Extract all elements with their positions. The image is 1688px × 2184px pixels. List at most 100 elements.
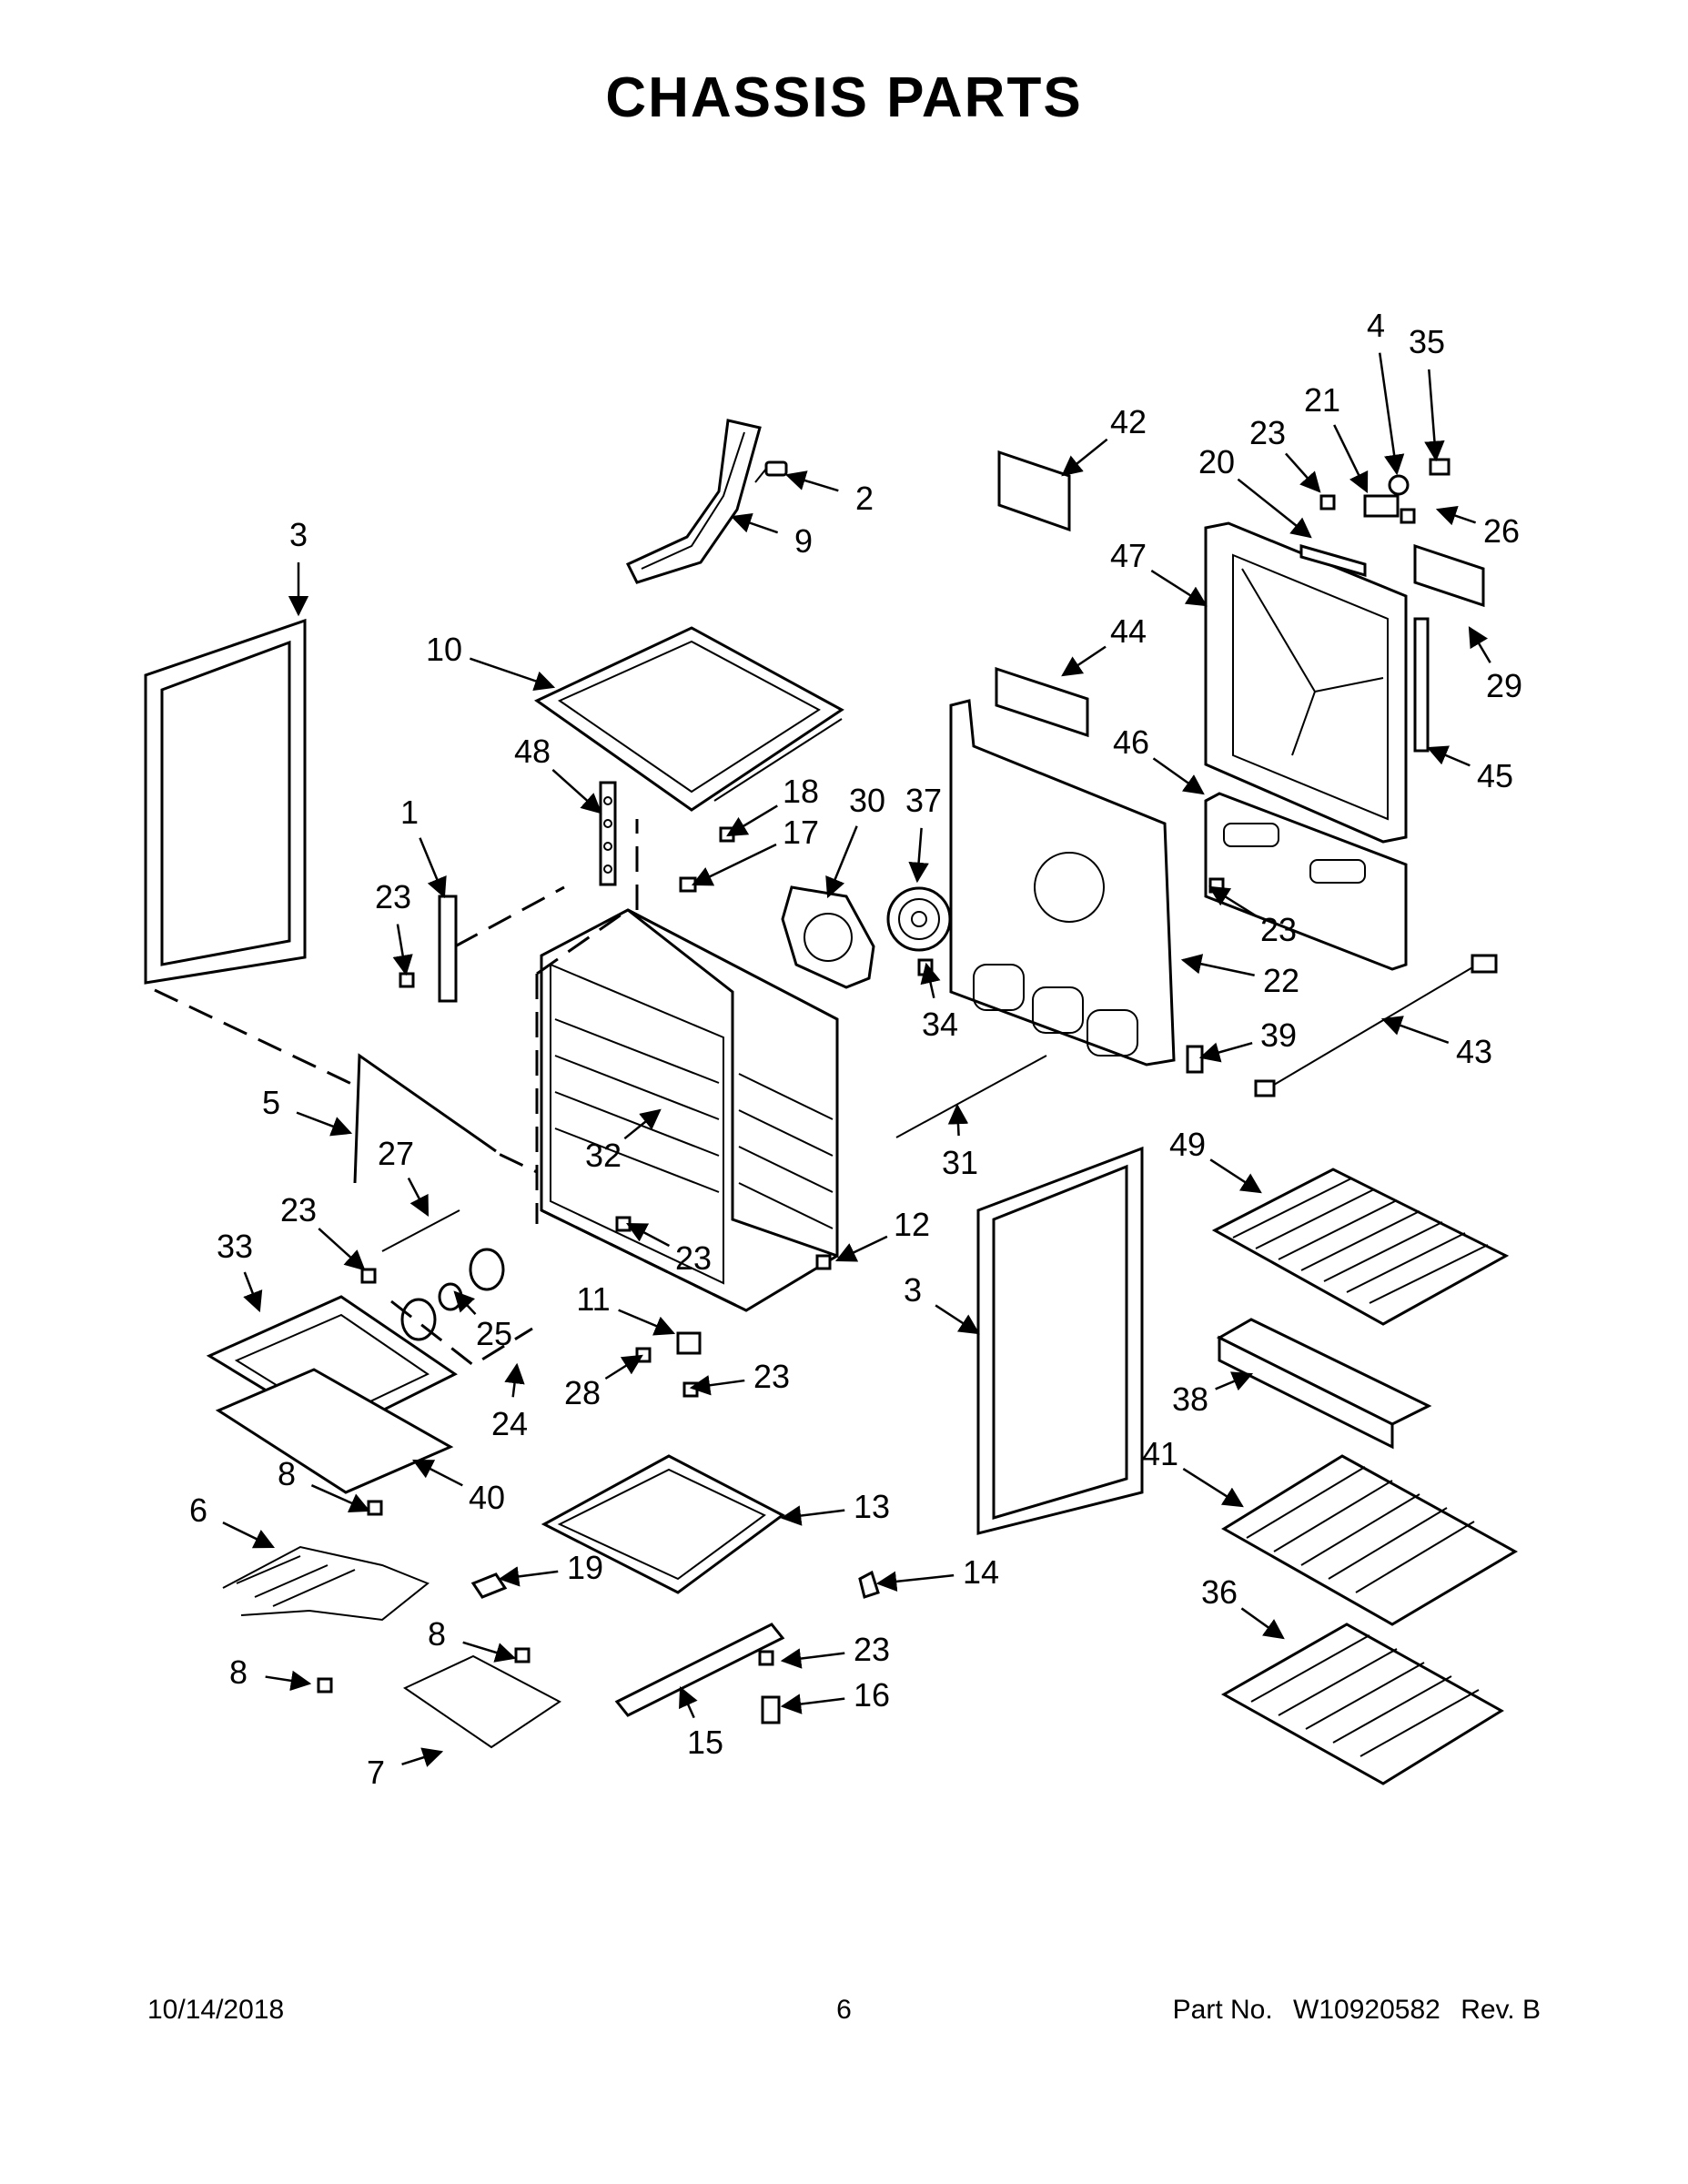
callout-leader-arrow: [626, 1222, 671, 1248]
callout-leader-arrow: [419, 837, 447, 899]
page-title: CHASSIS PARTS: [605, 66, 1083, 129]
callout-3: 3: [904, 1271, 980, 1335]
callout-label: 20: [1198, 443, 1235, 480]
callout-20: 20: [1198, 443, 1312, 539]
callout-label: 18: [783, 773, 819, 810]
footer-page-number: 6: [836, 1995, 852, 2025]
callout-8: 8: [278, 1455, 371, 1513]
callout-8: 8: [229, 1653, 312, 1692]
callout-34: 34: [920, 962, 958, 1043]
callout-leader-arrow: [411, 1459, 463, 1487]
oven-cavity: [540, 908, 839, 1312]
oven-rack-36: [1220, 1623, 1504, 1785]
cover-plate-29: [1413, 543, 1485, 608]
callout-label: 31: [942, 1144, 978, 1181]
callout-label: 3: [289, 516, 308, 553]
callout-label: 36: [1201, 1573, 1238, 1611]
rear-panel: [949, 699, 1176, 1067]
broil-pan: [206, 1295, 458, 1494]
callout-leader-arrow: [691, 843, 777, 886]
callout-label: 32: [585, 1137, 622, 1174]
callout-23: 23: [689, 1358, 790, 1396]
callout-label: 23: [1260, 911, 1297, 948]
callout-15: 15: [679, 1685, 723, 1761]
callout-12: 12: [834, 1206, 930, 1262]
rod-27: [381, 1209, 460, 1252]
callout-leader-arrow: [407, 1178, 430, 1217]
callout-10: 10: [426, 631, 556, 692]
callout-leader-arrow: [834, 1235, 888, 1262]
oven-rack-49: [1211, 1168, 1510, 1326]
callout-43: 43: [1380, 1016, 1492, 1070]
side-bracket-48: [599, 781, 617, 886]
callout-leader-arrow: [875, 1571, 955, 1592]
callout-leader-arrow: [784, 470, 839, 492]
bracket-1: [438, 895, 458, 1003]
wire-31: [895, 1055, 1047, 1138]
callout-9: 9: [730, 512, 813, 560]
callout-leader-arrow: [689, 1375, 745, 1396]
callout-label: 25: [476, 1315, 512, 1352]
callout-label: 1: [400, 794, 419, 831]
callout-leader-arrow: [1237, 478, 1312, 539]
callout-leader-arrow: [1198, 1041, 1253, 1063]
callout-leader-arrow: [1285, 452, 1321, 493]
callout-30: 30: [825, 782, 885, 899]
callout-35: 35: [1409, 323, 1445, 462]
callout-leader-arrow: [604, 1354, 643, 1380]
callout-leader-arrow: [1209, 1158, 1262, 1194]
vent-panel-46: [1204, 792, 1408, 971]
screw-2: [754, 460, 788, 483]
callout-leader-arrow: [1208, 885, 1257, 917]
callout-leader-arrow: [1424, 369, 1445, 462]
broil-element: [402, 1654, 561, 1749]
oven-rack-41: [1221, 1454, 1519, 1626]
callout-40: 40: [411, 1459, 505, 1516]
callout-36: 36: [1201, 1573, 1285, 1640]
callout-23: 23: [280, 1191, 366, 1271]
gasket-5: [353, 1053, 497, 1184]
callout-label: 24: [491, 1405, 528, 1442]
callout-7: 7: [367, 1747, 444, 1791]
callout-41: 41: [1142, 1435, 1244, 1508]
callout-16: 16: [780, 1676, 890, 1714]
callout-label: 10: [426, 631, 462, 668]
callout-13: 13: [780, 1488, 890, 1526]
callout-21: 21: [1304, 381, 1369, 494]
bracket-45: [1413, 617, 1430, 753]
callout-label: 5: [262, 1084, 280, 1121]
callout-leader-arrow: [679, 1685, 698, 1719]
callout-25: 25: [453, 1290, 512, 1352]
callout-4: 4: [1367, 307, 1405, 476]
callout-39: 39: [1198, 1016, 1297, 1063]
convection-fan-housing: [781, 885, 875, 989]
callout-48: 48: [514, 733, 602, 814]
callout-leader-arrow: [1426, 745, 1471, 767]
callout-label: 23: [280, 1191, 317, 1228]
callout-27: 27: [378, 1135, 430, 1217]
callout-5: 5: [262, 1084, 353, 1137]
callout-label: 23: [675, 1239, 712, 1277]
callout-24: 24: [491, 1362, 528, 1442]
callout-label: 6: [189, 1491, 207, 1529]
callout-44: 44: [1061, 612, 1147, 677]
spring-16: [761, 1695, 781, 1724]
callout-label: 41: [1142, 1435, 1178, 1472]
callout-leader-arrow: [498, 1566, 559, 1587]
callout-label: 8: [428, 1615, 446, 1653]
callout-leader-arrow: [1061, 438, 1108, 477]
callout-label: 19: [567, 1549, 603, 1586]
callout-leader-arrow: [780, 1694, 845, 1714]
part-number-label: Part No.: [1172, 1995, 1273, 2025]
callout-leader-arrow: [265, 1670, 312, 1692]
callout-leader-arrow: [1240, 1607, 1285, 1640]
callout-leader-arrow: [296, 1111, 353, 1137]
callout-label: 21: [1304, 381, 1340, 419]
callout-label: 42: [1110, 403, 1147, 440]
callout-label: 12: [894, 1206, 930, 1243]
bracket-19: [470, 1572, 508, 1599]
callout-label: 30: [849, 782, 885, 819]
callout-19: 19: [498, 1549, 603, 1587]
callout-leader-arrow: [947, 1103, 969, 1137]
callout-leader-arrow: [908, 827, 929, 884]
